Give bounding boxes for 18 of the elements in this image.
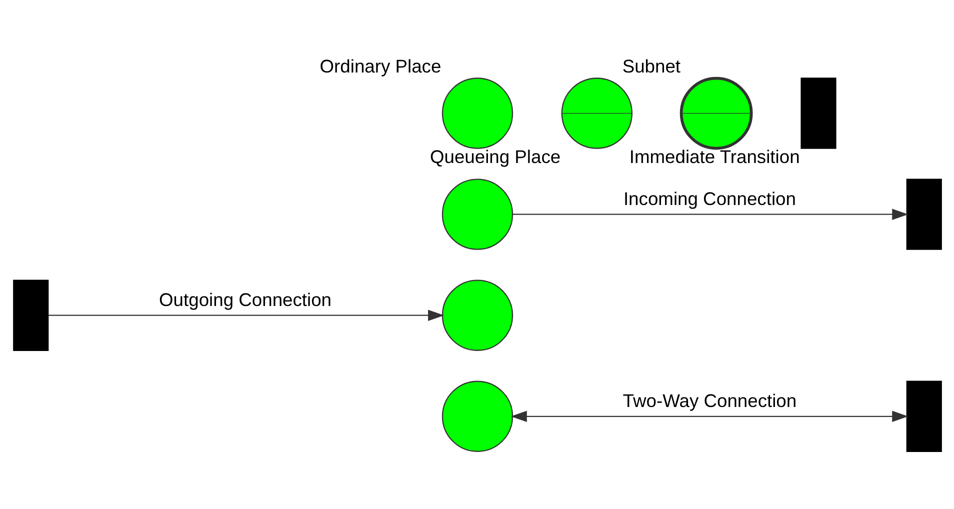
node-label: Queueing Place [429,146,560,167]
node-bar [800,78,836,149]
arrow [48,310,444,321]
node-circle [441,78,513,149]
edge-label: Outgoing Connection [158,288,332,310]
node-bar [906,178,942,250]
node-label: Ordinary Place [319,55,441,76]
node-label: Immediate Transition [628,146,800,167]
edge-label: Incoming Connection [622,188,796,209]
node-circle [441,380,513,452]
node-circle [441,280,513,351]
node-bar [906,380,942,452]
node-bar [12,280,48,351]
arrow [512,208,908,220]
arrow [510,410,908,422]
node-label: Subnet [622,55,680,76]
node-circle [441,178,513,250]
edge-label: Two-Way Connection [622,390,796,411]
